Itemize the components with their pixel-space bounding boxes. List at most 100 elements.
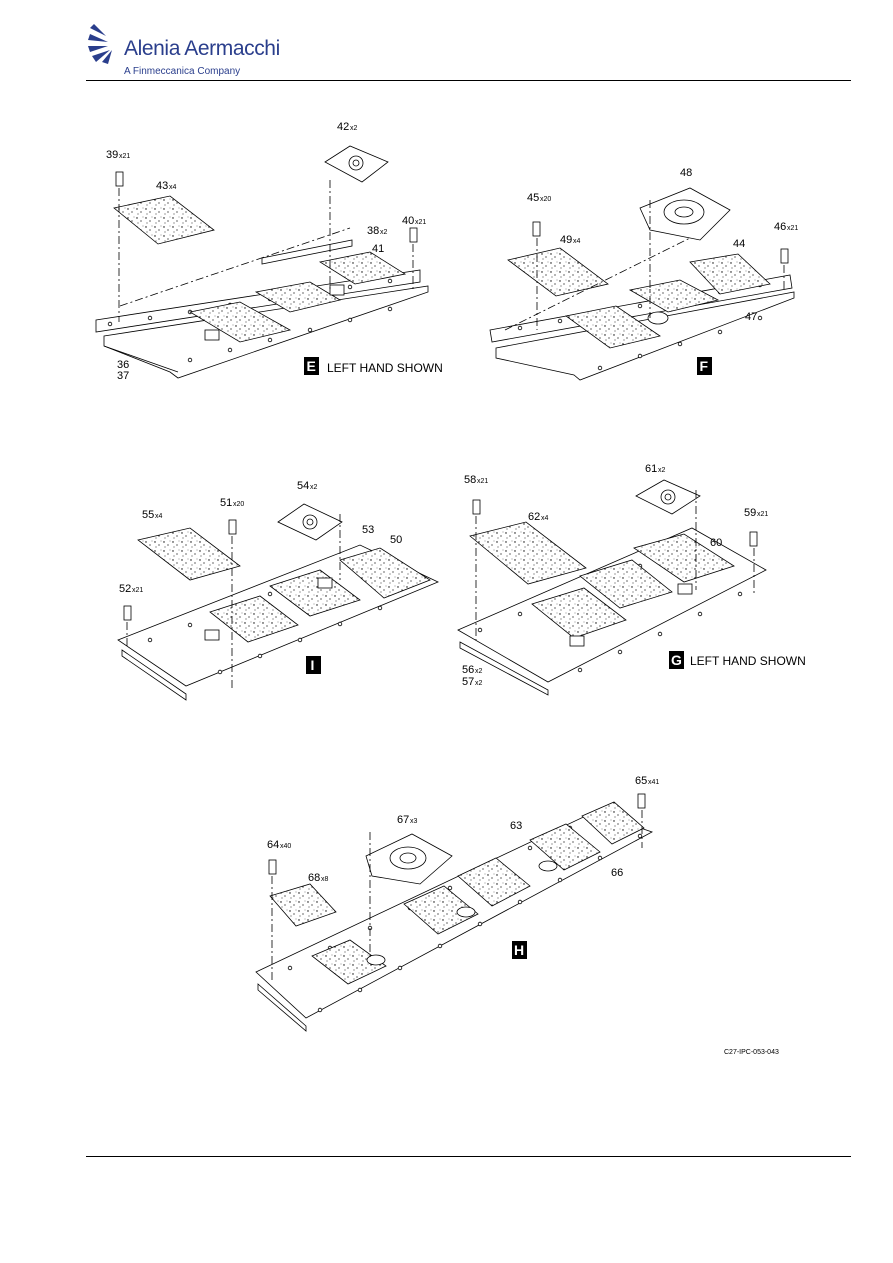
callout-37: 37 [117,370,129,382]
view-i-labels: 54 x2 51 x20 55 x4 53 50 52 x21 I [119,480,402,674]
callout-63: 63 [510,820,522,832]
callout-64-qty: x40 [280,843,291,850]
footer-divider [86,1156,851,1157]
callout-40: 40 [402,215,414,227]
callout-62: 62 [528,511,540,523]
panel-rail-bottom [121,649,187,701]
callout-38-qty: x2 [380,229,388,236]
callout-42: 42 [337,121,349,133]
callout-50: 50 [390,534,402,546]
view-i [117,503,439,701]
callout-43-qty: x4 [169,184,177,191]
view-f-letter: F [700,358,709,374]
callout-49: 49 [560,234,572,246]
seat-fitting [204,329,220,341]
header-divider [86,80,851,81]
callout-45-qty: x20 [540,196,551,203]
view-e-badge [304,357,319,375]
screw-46 [780,248,789,264]
callout-40-qty: x21 [415,219,426,226]
floor-panel [318,251,407,285]
screw-58 [472,499,481,515]
callout-62-qty: x4 [541,515,549,522]
callout-36: 36 [117,359,129,371]
callout-52-qty: x21 [132,587,143,594]
callout-61: 61 [645,463,657,475]
floor-panel [254,281,342,313]
floor-panel [579,559,673,609]
floor-panel [628,279,720,313]
floor-panel [529,823,601,871]
callout-56-qty: x2 [475,668,483,675]
view-e [95,145,429,379]
callout-51-qty: x20 [233,501,244,508]
panel-55 [137,527,241,581]
view-g-badge [669,651,684,669]
panel-62 [469,521,587,585]
callout-64: 64 [267,839,279,851]
view-i-badge [306,656,321,674]
callout-44: 44 [733,238,745,250]
callout-68: 68 [308,872,320,884]
callout-60: 60 [710,537,722,549]
screw-65 [637,793,646,809]
callout-55-qty: x4 [155,513,163,520]
seat-fitting [677,583,693,595]
brand-name: Alenia Aermacchi [124,37,280,60]
seat-fitting [329,284,345,296]
view-f-labels: 48 45 x20 49 x4 46 x21 44 47 F [527,167,798,375]
view-i-letter: I [311,657,315,673]
callout-61-qty: x2 [658,467,666,474]
seat-fitting [204,629,220,641]
callout-56: 56 [462,664,474,676]
view-f-badge [697,357,712,375]
floor-panel [339,547,431,599]
callout-41: 41 [372,243,384,255]
panel-rail-bottom [257,983,307,1032]
callout-59-qty: x21 [757,511,768,518]
screw-51 [228,519,237,535]
view-g-labels: 61 x2 58 x21 62 x4 59 x21 60 56 x2 57 x2… [462,463,806,688]
view-e-letter: E [307,358,316,374]
view-e-caption: LEFT HAND SHOWN [327,361,443,375]
floor-panel [689,253,771,295]
panel-43 [113,195,215,245]
view-g [457,479,767,696]
callout-67-qty: x3 [410,818,418,825]
callout-48: 48 [680,167,692,179]
floor-panel [633,533,735,583]
callout-38: 38 [367,225,379,237]
callout-42-qty: x2 [350,125,358,132]
callout-57-qty: x2 [475,680,483,687]
callout-58-qty: x21 [477,478,488,485]
floor-panel [565,305,661,349]
screw-64 [268,859,277,875]
view-h [255,793,653,1032]
floor-panel [403,885,479,935]
callout-46: 46 [774,221,786,233]
view-g-letter: G [671,652,682,668]
floor-panel [188,301,292,343]
view-h-labels: 65 x41 67 x3 63 64 x40 68 x8 66 H [267,775,659,959]
callout-54: 54 [297,480,309,492]
callout-49-qty: x4 [573,238,581,245]
seat-fitting [456,906,476,918]
rail-holes [287,825,643,1013]
screw-59 [749,531,758,547]
view-h-badge [512,941,527,959]
seat-fitting [317,577,333,589]
floor-panel [531,587,627,639]
view-h-letter: H [514,942,524,958]
seat-fitting [647,311,669,325]
callout-51: 51 [220,497,232,509]
view-f [489,187,795,381]
figure-reference: C27-IPC-053-043 [724,1049,779,1056]
aermacchi-swoosh-icon [88,24,112,64]
screw-45 [532,221,541,237]
seat-fitting [569,635,585,647]
callout-68-qty: x8 [321,876,329,883]
callout-65: 65 [635,775,647,787]
callout-58: 58 [464,474,476,486]
callout-39-qty: x21 [119,153,130,160]
